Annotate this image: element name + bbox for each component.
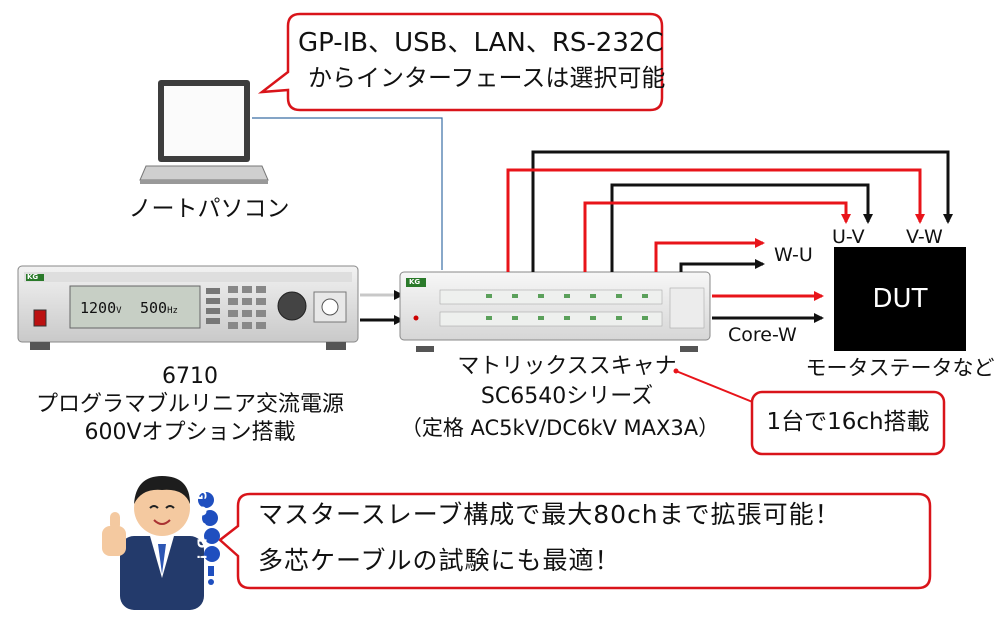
scanner-series: SC6540シリーズ [480, 384, 654, 409]
scanner-device [399, 271, 711, 352]
power-display-voltage: 1200V [80, 299, 122, 317]
terminal-label-vw: V-W [906, 226, 943, 248]
expansion-callout-line2: 多芯ケーブルの試験にも最適！ [258, 546, 621, 575]
power-source-option: 600Vオプション搭載 [84, 420, 296, 445]
terminal-label-core-w: Core-W [728, 324, 797, 346]
channels-callout [750, 390, 946, 456]
power-display-frequency-unit: Hz [167, 306, 178, 316]
wiring [506, 150, 953, 323]
mascot-businessman [102, 476, 204, 610]
interface-callout [257, 12, 664, 112]
interface-callout-line1: GP-IB、USB、LAN、RS-232C [298, 28, 664, 58]
power-display-frequency-value: 500 [140, 299, 168, 317]
power-source-model: 6710 [162, 364, 218, 389]
scanner-rating: （定格 AC5kV/DC6kV MAX3A） [400, 416, 720, 440]
terminal-label-wu: W-U [774, 244, 813, 266]
usb-cable-line [252, 117, 443, 270]
channels-callout-text: 1台で16ch搭載 [766, 409, 930, 435]
power-source-name: プログラマブルリニア交流電源 [35, 392, 345, 417]
good-badge-text: GOOD! [194, 490, 209, 566]
dut-box [834, 247, 966, 351]
good-badge-icon [198, 492, 220, 585]
laptop-label: ノートパソコン [128, 196, 290, 222]
expansion-callout-line1: マスタースレーブ構成で最大80chまで拡張可能！ [258, 500, 841, 529]
power-source-device [17, 265, 359, 350]
power-source-brand: KG [27, 273, 39, 281]
expansion-callout [218, 492, 932, 590]
channels-callout-pointer [675, 370, 761, 406]
scanner-brand: KG [409, 278, 421, 286]
terminal-label-uv: U-V [832, 226, 865, 248]
scanner-name: マトリックススキャナ [457, 354, 677, 379]
power-display-frequency: 500Hz [140, 299, 178, 317]
power-display-voltage-value: 1200 [80, 299, 117, 317]
power-display-voltage-unit: V [116, 306, 122, 316]
laptop-image [139, 80, 269, 184]
dut-label: DUT [872, 284, 928, 314]
interface-callout-line2: からインターフェースは選択可能 [308, 64, 666, 92]
dut-caption: モータステータなど [805, 356, 995, 380]
